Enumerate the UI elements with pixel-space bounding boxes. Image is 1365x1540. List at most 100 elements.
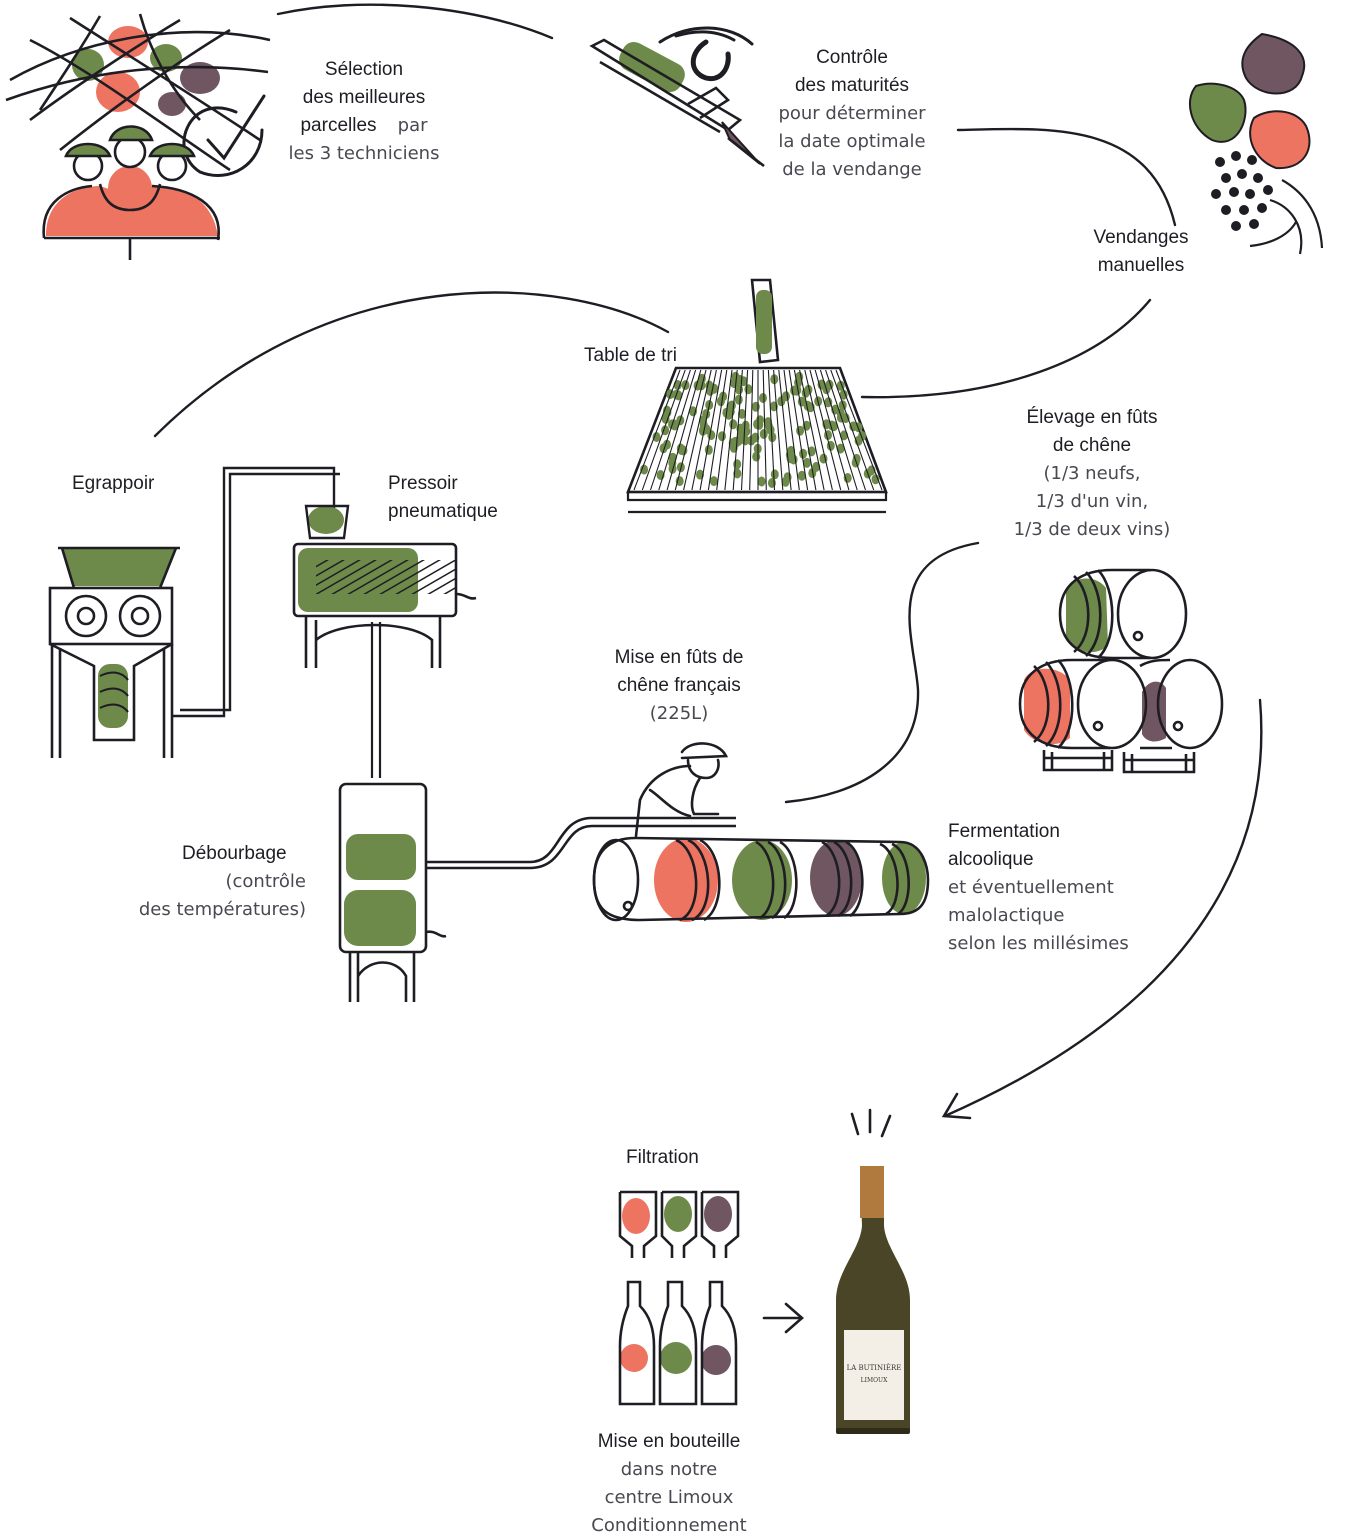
conveyor-line (830, 369, 875, 491)
step-filtration-title: Filtration (626, 1147, 699, 1168)
arrow-head (941, 1092, 972, 1120)
filter-icon (618, 1190, 740, 1258)
conveyor-line (773, 369, 784, 491)
grape-dot (742, 426, 751, 437)
grape-dot (670, 419, 679, 430)
step-maturity-title-2: des maturités (794, 75, 910, 96)
step-fermentation: Fermentation alcoolique et éventuellemen… (948, 818, 1129, 958)
step-maturity-title-1: Contrôle (816, 47, 888, 68)
step-destemmer-title: Egrappoir (72, 473, 155, 494)
conveyor-line (699, 369, 723, 491)
grape-dot (735, 374, 744, 385)
step-settling: Débourbage (contrôle des températures) (120, 840, 306, 924)
grape-dot (734, 394, 743, 405)
grape-dot (751, 401, 760, 412)
grape-dot (707, 430, 716, 441)
conveyor-line (683, 369, 712, 491)
grape-dot (652, 432, 661, 442)
grape-dot (728, 438, 737, 449)
sorting-table-icon (626, 278, 888, 514)
conveyor-line (809, 369, 842, 491)
conveyor-line (788, 369, 809, 491)
step-selection-detail-inline: par (397, 115, 428, 136)
grape-dot (744, 384, 753, 395)
step-sorting-title: Table de tri (584, 345, 677, 366)
step-selection-detail-2: les 3 techniciens (288, 143, 440, 164)
bottle-label-brand: LA BUTINIÈRE (847, 1363, 902, 1372)
conveyor-line (707, 369, 728, 491)
step-bottling-detail-3: Conditionnement (591, 1515, 747, 1536)
step-harvest: Vendanges manuelles (1080, 224, 1202, 280)
conveyor-line (819, 369, 858, 491)
grape-dot (718, 431, 726, 442)
grape-dot (836, 443, 845, 454)
step-maturity-detail-2: la date optimale (778, 131, 926, 152)
step-harvest-title-1: Vendanges (1093, 227, 1189, 248)
conveyor-line (793, 369, 817, 491)
conveyor-line (732, 369, 743, 491)
conveyor-line (716, 369, 733, 491)
step-fermentation-title-2: alcoolique (948, 849, 1034, 870)
grape-dot (803, 400, 812, 411)
step-fermentation-detail-2: malolactique (948, 905, 1065, 926)
grape-dot (661, 413, 670, 424)
step-selection-title-2: des meilleures (302, 87, 426, 108)
step-ageing-detail-3: 1/3 de deux vins) (1013, 519, 1171, 540)
conveyor-line (835, 369, 883, 491)
conveyor-line (799, 369, 825, 491)
conveyor-line (674, 369, 707, 491)
grape-dot (796, 425, 805, 436)
eye-icon (658, 26, 754, 82)
step-fermentation-detail-1: et éventuellement (948, 877, 1114, 898)
grape-dot (803, 457, 811, 468)
flow-curve (956, 127, 1177, 227)
grape-dot (733, 468, 742, 479)
step-barreling: Mise en fûts de chêne français (225L) (596, 644, 762, 728)
conveyor-line (778, 369, 792, 491)
step-bottling-detail-1: dans notre (620, 1459, 718, 1480)
conveyor-line (658, 369, 697, 491)
step-fermentation-title-1: Fermentation (948, 821, 1060, 842)
grape-dot (781, 476, 790, 487)
flow-curve (943, 698, 1263, 1118)
barrel-row-icon (592, 836, 930, 922)
press-icon (292, 504, 477, 778)
step-bottling-title: Mise en bouteille (597, 1431, 741, 1452)
step-maturity: Contrôle des maturités pour déterminer l… (766, 44, 938, 184)
step-selection-title-3: parcelles (300, 115, 377, 136)
step-sorting: Table de tri (584, 342, 677, 370)
grape-dot (824, 397, 833, 408)
step-press-title-2: pneumatique (388, 501, 498, 522)
grape-dot (756, 415, 764, 426)
vineyard-grid-icon (5, 13, 271, 172)
conveyor-line (749, 369, 754, 491)
grape-dot (735, 384, 744, 395)
step-barreling-detail: (225L) (649, 703, 709, 724)
grape-dot (704, 444, 713, 455)
step-fermentation-detail-3: selon les millésimes (948, 933, 1129, 954)
grape-dot (709, 476, 718, 487)
grape-dot (797, 470, 806, 481)
worker-icon (634, 742, 729, 838)
grape-dot (679, 445, 688, 456)
conveyor-line (783, 369, 800, 491)
flow-curve (860, 298, 1152, 399)
step-harvest-title-2: manuelles (1097, 255, 1185, 276)
conveyor-line (641, 369, 686, 491)
step-settling-title: Débourbage (182, 843, 287, 864)
refractometer-icon (589, 38, 765, 168)
arrow-right-icon (762, 1302, 804, 1334)
grape-dot (759, 393, 767, 403)
step-press: Pressoir pneumatique (388, 470, 498, 526)
step-destemmer: Egrappoir (72, 470, 154, 498)
step-press-title-1: Pressoir (388, 473, 458, 494)
step-ageing-title-1: Élevage en fûts (1026, 407, 1158, 428)
conveyor-line (649, 369, 691, 491)
grape-vine-icon (1188, 32, 1324, 255)
conveyor-line (762, 369, 767, 491)
destemmer-icon (48, 466, 340, 758)
settling-tank-icon (338, 782, 736, 1002)
grape-dot (777, 396, 786, 407)
conveyor-line (767, 369, 776, 491)
step-barreling-title-1: Mise en fûts de (614, 647, 744, 668)
